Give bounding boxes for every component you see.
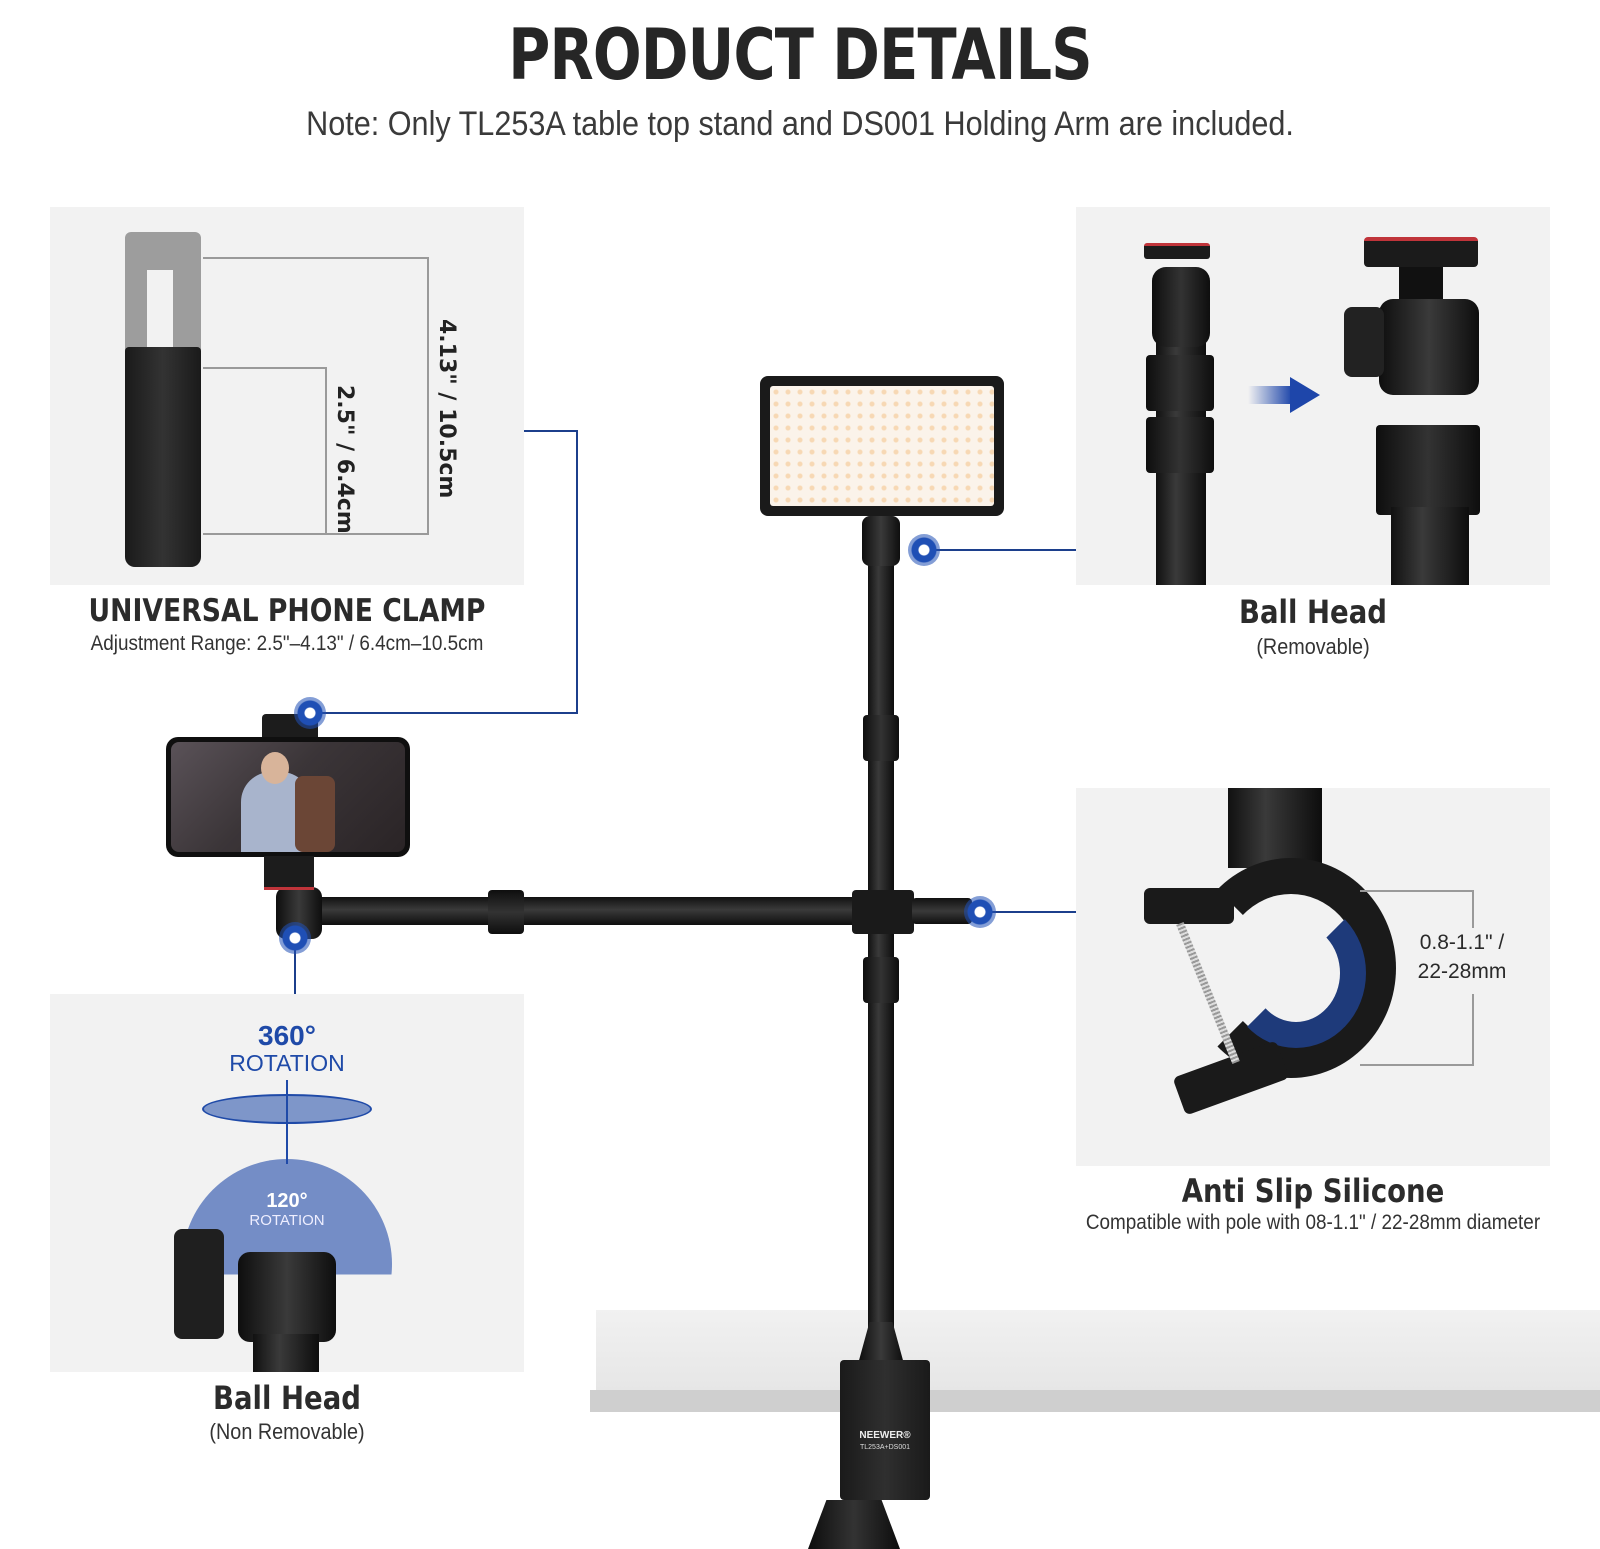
ball-head-detached-image [1344, 237, 1508, 397]
ball-head-removable-title: Ball Head [1239, 593, 1387, 631]
silicone-pad-image [1226, 898, 1366, 1048]
phone-device [166, 737, 410, 857]
phone-clamp-extension-image [125, 232, 201, 352]
callout-marker-ball-head-fixed[interactable] [279, 922, 311, 954]
anti-slip-panel: 0.8-1.1" / 22-28mm [1076, 788, 1550, 1166]
rotation-120-value: 120° [266, 1190, 308, 1212]
phone-screen-image [171, 742, 405, 852]
callout-line-ball-head-fixed [294, 938, 296, 994]
brand-label: NEEWER® [859, 1430, 911, 1441]
pole-lock-knob [863, 957, 899, 1003]
led-grid-image [770, 386, 994, 506]
dimension-label-small: 2.5" / 6.4cm [332, 385, 357, 534]
collar-image [1146, 355, 1214, 411]
phone-clamp-body-image [125, 347, 201, 567]
callout-line-phone-clamp [316, 712, 578, 714]
rotation-120-label: ROTATION [249, 1212, 325, 1229]
dimension-label-bg [1406, 928, 1518, 994]
callout-marker-ball-head-removable[interactable] [908, 534, 940, 566]
page-title: PRODUCT DETAILS [508, 14, 1092, 96]
desk-clamp-block: NEEWER® TL253A+DS001 [840, 1360, 930, 1500]
ball-head-fixed-panel: 360° ROTATION 120° ROTATION [50, 994, 524, 1372]
light-ball-head [862, 516, 900, 566]
dimension-line-large [203, 257, 429, 535]
ball-head-removable-subtitle: (Removable) [1256, 634, 1370, 659]
table-surface [596, 1310, 1600, 1392]
rotation-360-value: 360° [258, 1020, 316, 1051]
callout-line-ball-head-removable [924, 549, 1076, 551]
inclusion-note: Note: Only TL253A table top stand and DS… [306, 105, 1294, 143]
table-edge [590, 1390, 1600, 1412]
arm-lock-knob [488, 890, 524, 934]
dimension-label-line1: 0.8-1.1" / [1419, 931, 1505, 954]
anti-slip-title: Anti Slip Silicone [1181, 1172, 1445, 1210]
pole-top-image [1391, 507, 1469, 585]
collar-image [1146, 417, 1214, 473]
desk-clamp-screw [808, 1500, 900, 1549]
phone-clamp-title: UNIVERSAL PHONE CLAMP [88, 593, 486, 629]
dimension-label-line2: 22-28mm [1417, 960, 1507, 983]
anti-slip-subtitle: Compatible with pole with 08-1.1" / 22-2… [1085, 1211, 1541, 1234]
arrow-right-icon [1248, 377, 1320, 413]
phone-clamp-subtitle: Adjustment Range: 2.5"–4.13" / 6.4cm–10.… [90, 632, 484, 655]
arm-pole-clamp [852, 890, 914, 934]
rotation-360-label: ROTATION [229, 1050, 345, 1076]
lock-lever-image [174, 1229, 224, 1339]
led-light-panel [760, 376, 1004, 516]
model-label: TL253A+DS001 [859, 1444, 910, 1451]
pole-top-collar-image [1376, 425, 1480, 515]
callout-line-anti-slip [980, 911, 1076, 913]
phone-clamp-bottom [264, 856, 314, 890]
callout-line-phone-clamp [576, 430, 578, 714]
ball-head-fixed-subtitle: (Non Removable) [209, 1419, 365, 1444]
vertical-pole [868, 525, 894, 1355]
ball-head-removable-panel [1076, 207, 1550, 585]
callout-line-phone-clamp [524, 430, 578, 432]
ball-head-body-image [238, 1252, 336, 1342]
ball-head-image [1152, 267, 1210, 347]
arm-clamp-knob [912, 898, 972, 924]
callout-marker-anti-slip[interactable] [964, 896, 996, 928]
callout-marker-phone-clamp[interactable] [294, 697, 326, 729]
holding-arm [300, 897, 860, 925]
rotation-axis-line [286, 1080, 288, 1164]
pole-image [1228, 788, 1322, 868]
ball-head-fixed-title: Ball Head [213, 1379, 361, 1417]
pole-lock-knob [863, 715, 899, 761]
pole-image [253, 1334, 319, 1372]
mount-plate-image [1144, 243, 1210, 259]
phone-clamp-panel: 2.5" / 6.4cm 4.13" / 10.5cm [50, 207, 524, 585]
dimension-label-large: 4.13" / 10.5cm [434, 319, 459, 499]
clamp-jaw-image [1144, 888, 1234, 924]
